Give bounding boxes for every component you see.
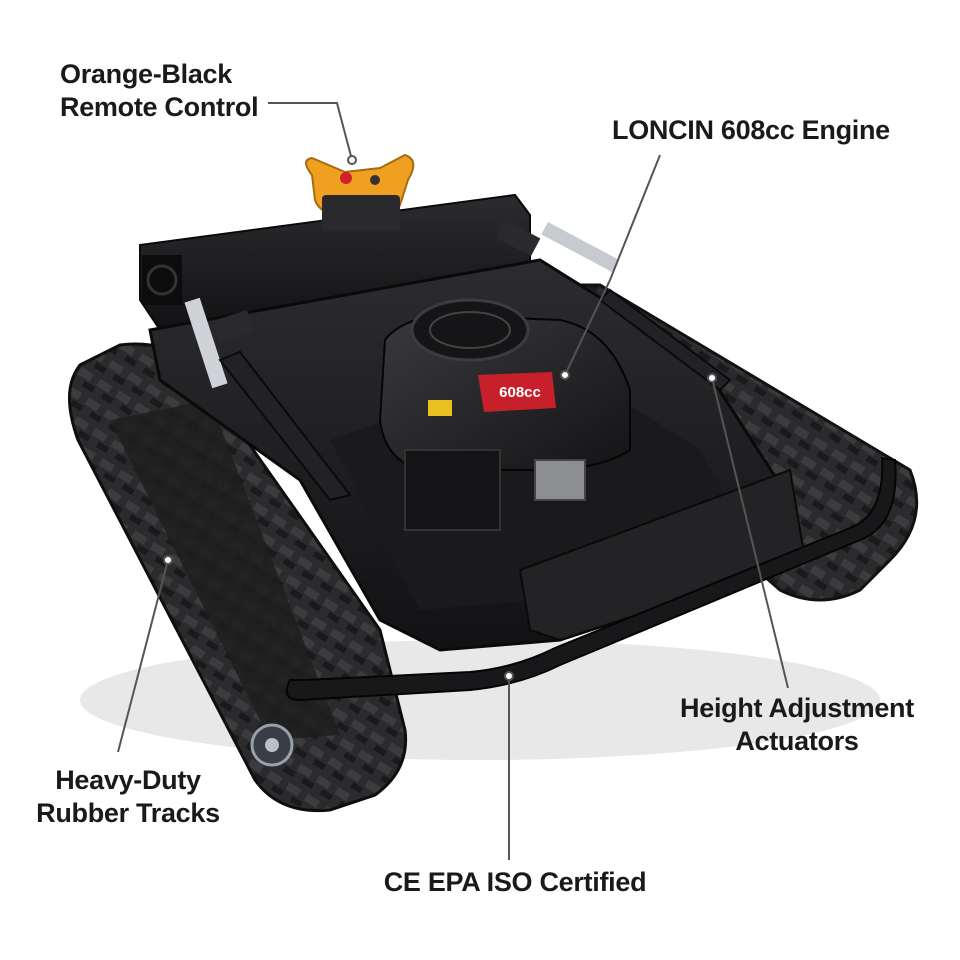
callout-cert-line1: CE EPA ISO Certified (383, 867, 647, 897)
engine: 608cc (378, 298, 631, 531)
callout-height-actuators: Height Adjustment Actuators (672, 692, 922, 758)
callout-certification: CE EPA ISO Certified (370, 866, 660, 899)
callout-tracks-line2: Rubber Tracks (36, 798, 220, 828)
front-bumper (285, 456, 897, 702)
engine-badge (478, 372, 556, 412)
callout-height-line2: Actuators (735, 726, 859, 756)
callout-remote-control: Orange-Black Remote Control (60, 58, 270, 124)
callout-rubber-tracks: Heavy-Duty Rubber Tracks (28, 764, 228, 830)
callout-engine: LONCIN 608cc Engine (612, 114, 922, 147)
callout-remote-line2: Remote Control (60, 92, 259, 122)
leader-dots (163, 155, 717, 681)
callout-engine-line1: LONCIN 608cc Engine (612, 115, 890, 145)
callout-remote-line1: Orange-Black (60, 59, 232, 89)
leader-lines (117, 102, 789, 860)
callout-height-line1: Height Adjustment (680, 693, 914, 723)
callout-tracks-line1: Heavy-Duty (55, 765, 201, 795)
height-actuators (184, 219, 732, 502)
remote-control (305, 153, 415, 231)
engine-fan-icon (410, 298, 530, 362)
engine-badge-text: 608cc (499, 384, 541, 401)
